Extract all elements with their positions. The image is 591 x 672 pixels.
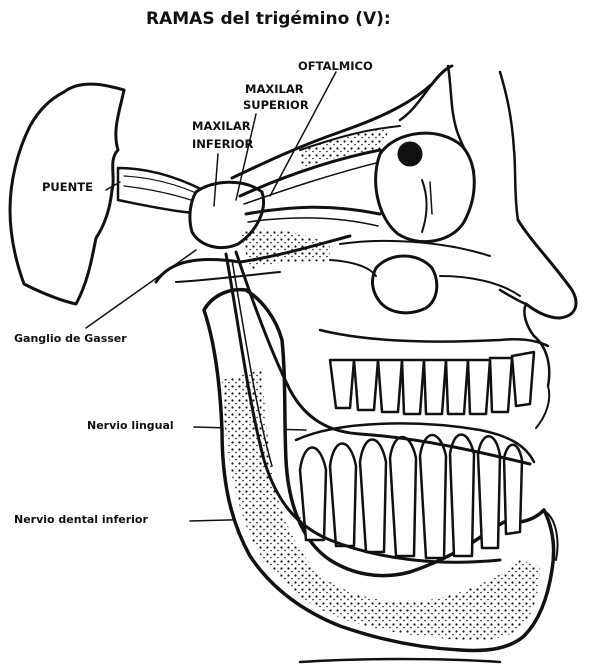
label-maxilar-superior-line2: SUPERIOR <box>243 98 309 112</box>
label-maxilar-inferior-line1: MAXILAR <box>192 119 251 133</box>
figure-title: RAMAS del trigémino (V): <box>146 9 391 29</box>
label-nervio-lingual: Nervio lingual <box>87 419 174 432</box>
label-puente: PUENTE <box>42 180 93 194</box>
upper-teeth <box>330 352 534 414</box>
label-ganglio-gasser: Ganglio de Gasser <box>14 332 127 345</box>
label-maxilar-superior-line1: MAXILAR <box>245 82 304 96</box>
maxillary-sinus <box>373 256 437 313</box>
pons-outline <box>10 84 124 304</box>
label-maxilar-inferior-line2: INFERIOR <box>192 137 253 151</box>
eye-pupil <box>399 143 421 165</box>
label-oftalmico: OFTALMICO <box>298 59 373 73</box>
label-nervio-dental-inferior: Nervio dental inferior <box>14 513 148 526</box>
maxillary-branch <box>246 207 380 214</box>
